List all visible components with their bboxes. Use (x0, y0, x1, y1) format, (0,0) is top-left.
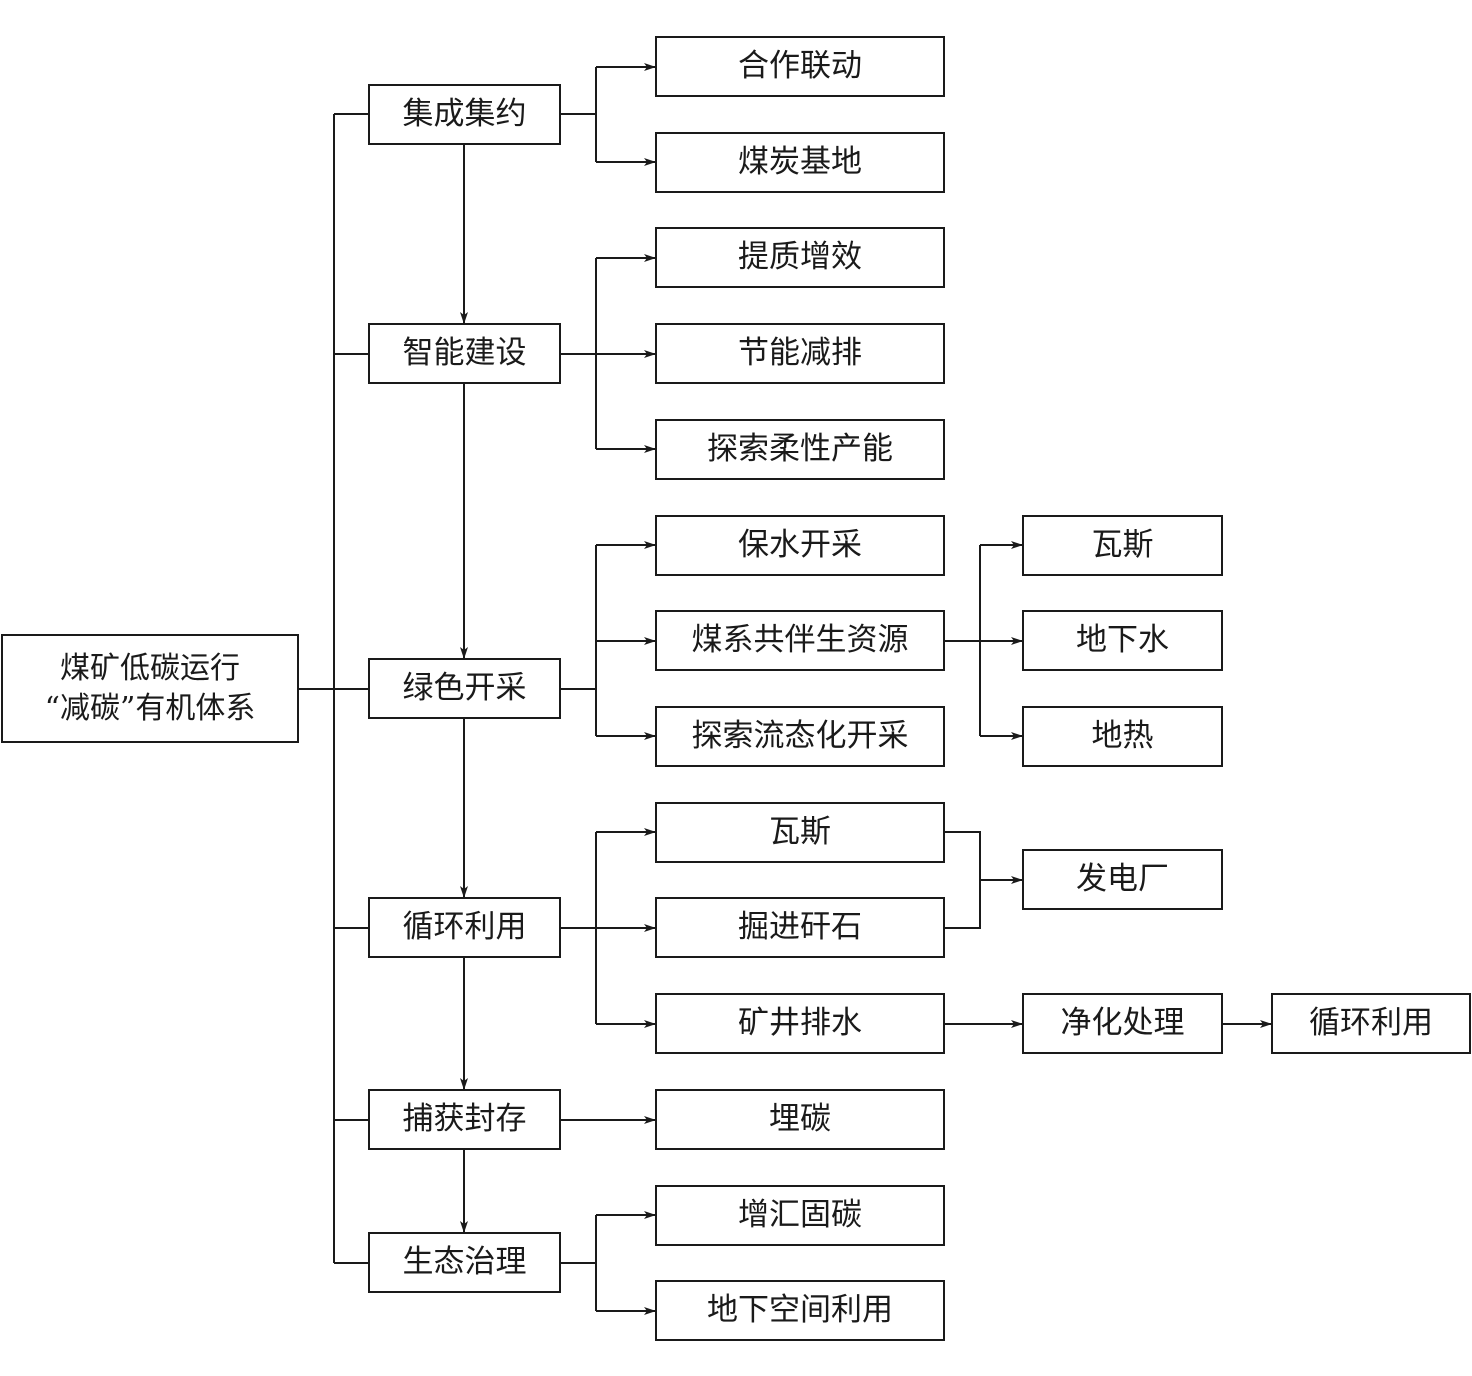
level3-node: 地热 (1022, 706, 1223, 767)
pillar-node: 绿色开采 (368, 658, 561, 719)
item-node: 节能减排 (655, 323, 945, 384)
item-node: 保水开采 (655, 515, 945, 576)
item-node: 瓦斯 (655, 802, 945, 863)
item-node: 探索流态化开采 (655, 706, 945, 767)
level3-node: 净化处理 (1022, 993, 1223, 1054)
item-node: 地下空间利用 (655, 1280, 945, 1341)
level3-node: 瓦斯 (1022, 515, 1223, 576)
item-node: 探索柔性产能 (655, 419, 945, 480)
pillar-node: 捕获封存 (368, 1089, 561, 1150)
item-node: 增汇固碳 (655, 1185, 945, 1246)
pillar-node: 循环利用 (368, 897, 561, 958)
root-line-2: “减碳”有机体系 (44, 690, 256, 726)
item-node: 煤炭基地 (655, 132, 945, 193)
item-node: 矿井排水 (655, 993, 945, 1054)
pillar-node: 生态治理 (368, 1232, 561, 1293)
item-node: 合作联动 (655, 36, 945, 97)
level4-node: 循环利用 (1271, 993, 1471, 1054)
item-node: 提质增效 (655, 227, 945, 288)
pillar-node: 智能建设 (368, 323, 561, 384)
level3-node: 发电厂 (1022, 849, 1223, 910)
item-node: 煤系共伴生资源 (655, 610, 945, 671)
item-node: 掘进矸石 (655, 897, 945, 958)
item-node: 埋碳 (655, 1089, 945, 1150)
root-line-1: 煤矿低碳运行 (60, 650, 240, 686)
level3-node: 地下水 (1022, 610, 1223, 671)
root-node: 煤矿低碳运行 “减碳”有机体系 (1, 634, 299, 743)
pillar-node: 集成集约 (368, 84, 561, 145)
